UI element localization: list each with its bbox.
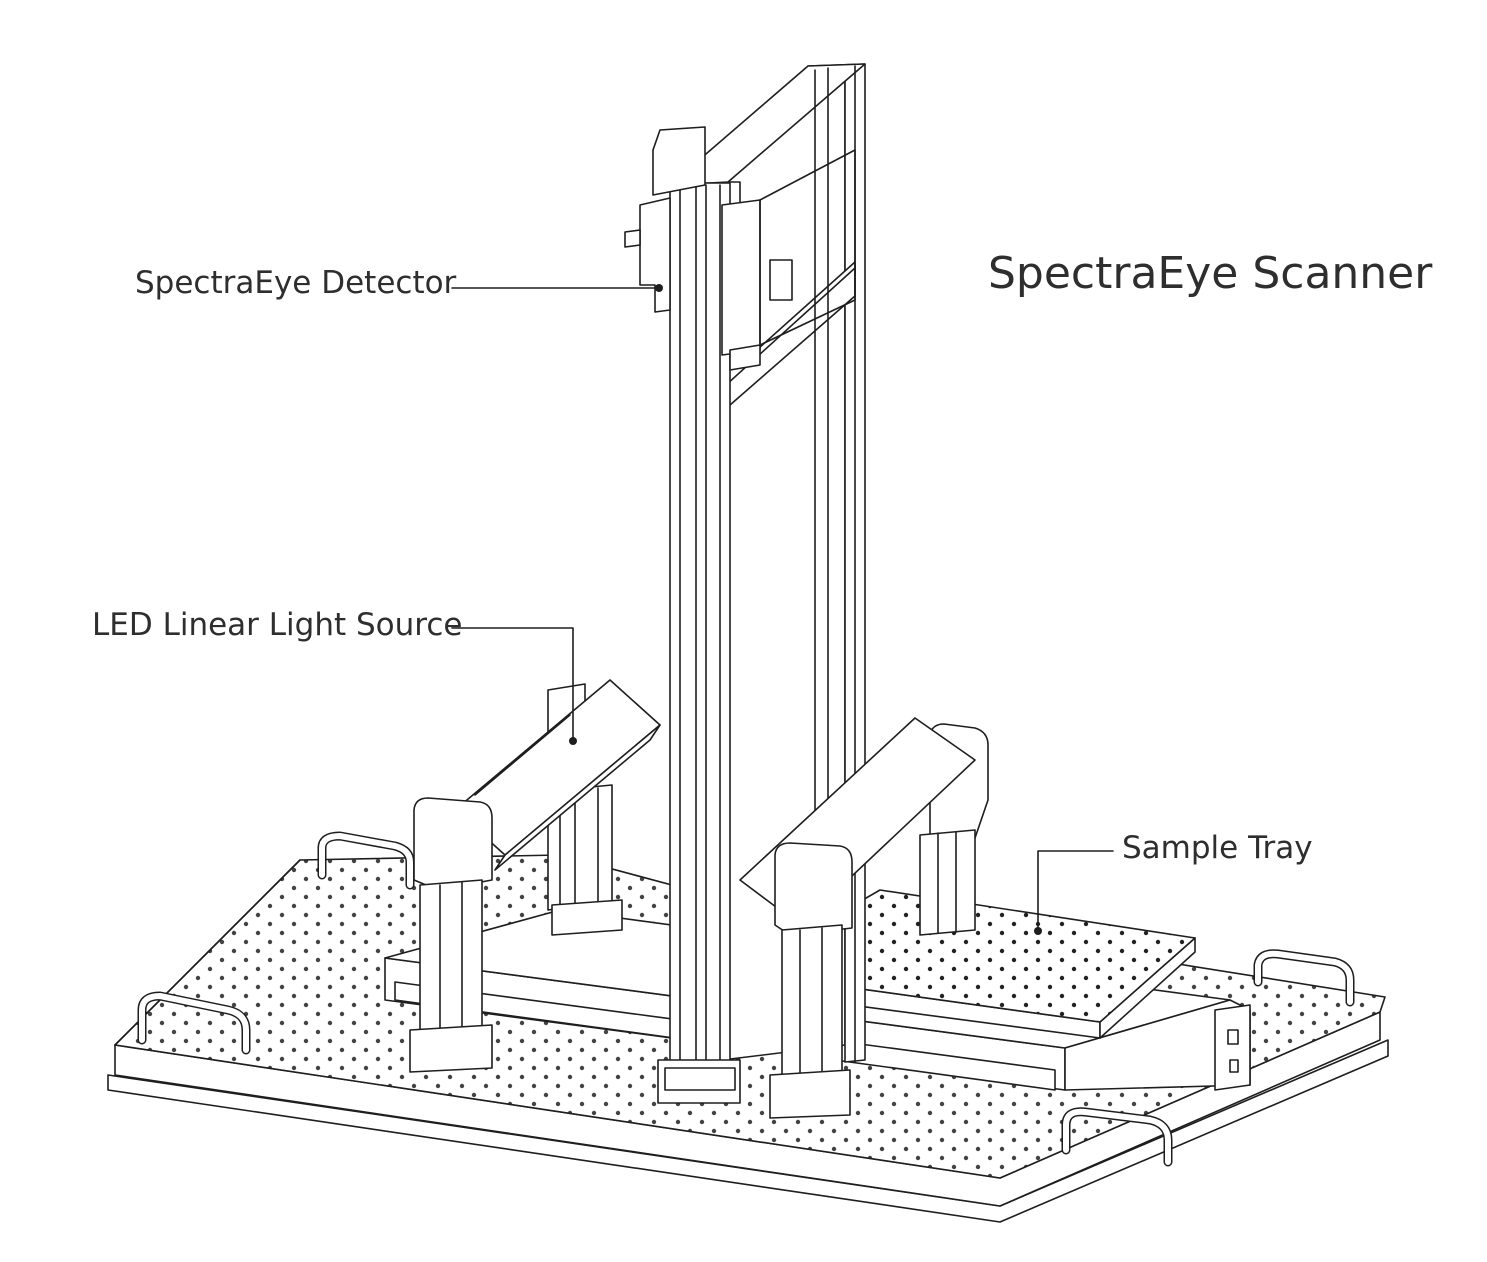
detector-assembly bbox=[624, 126, 856, 371]
base-handles bbox=[137, 831, 1355, 1167]
callout-leaders bbox=[451, 287, 1114, 931]
diagram-title: SpectraEye Scanner bbox=[988, 248, 1433, 299]
callout-label-sample-tray: Sample Tray bbox=[1122, 830, 1313, 866]
callout-label-light-source: LED Linear Light Source bbox=[92, 607, 463, 643]
callout-dots bbox=[569, 284, 1042, 935]
callout-label-detector: SpectraEye Detector bbox=[135, 265, 457, 301]
left-light-source bbox=[409, 679, 661, 1073]
right-light-source bbox=[739, 717, 989, 1119]
